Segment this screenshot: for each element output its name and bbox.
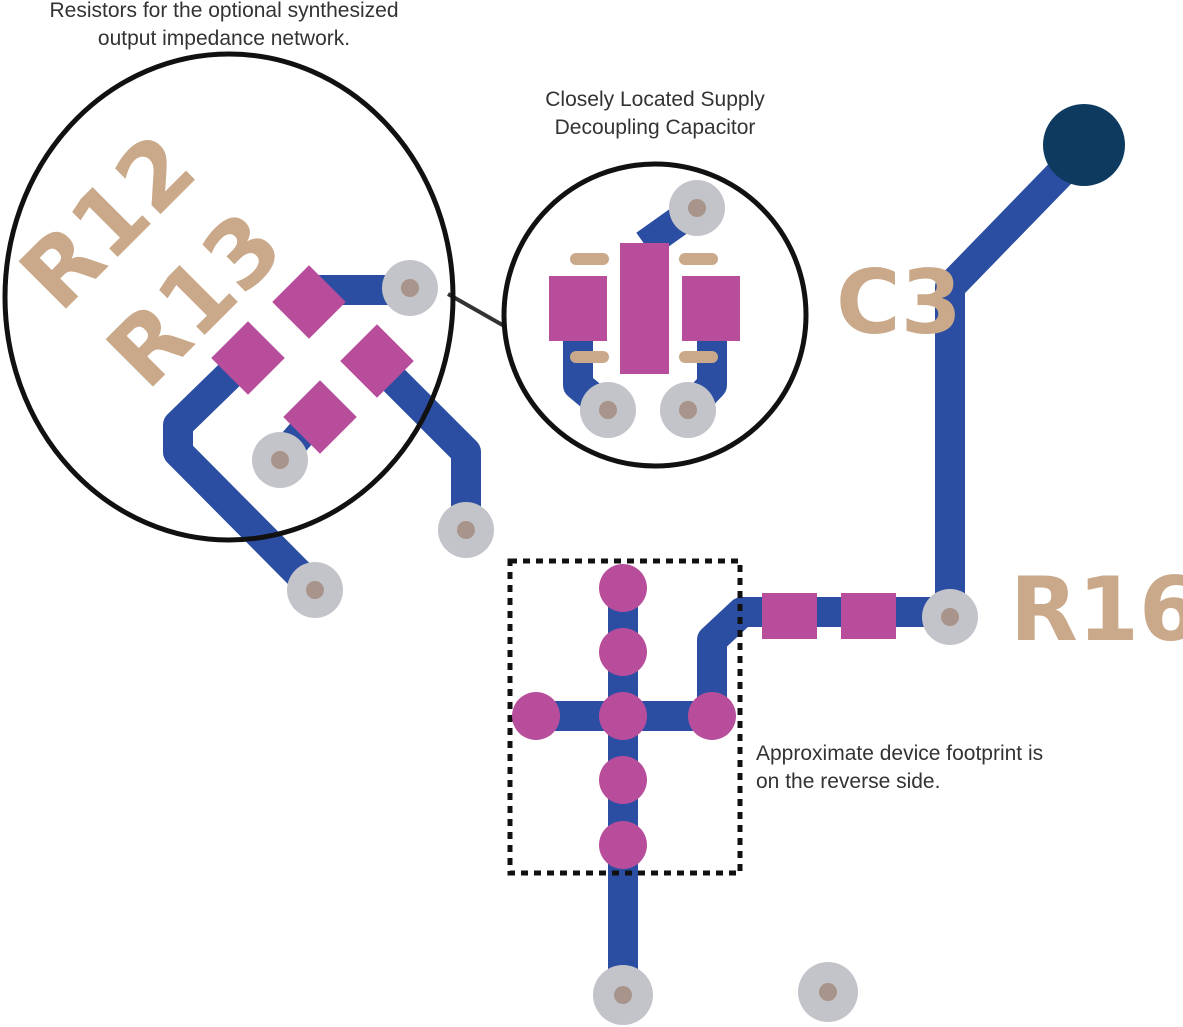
r12-pad-1 (272, 265, 346, 339)
capacitor-note-line2: Decoupling Capacitor (555, 116, 756, 139)
footprint-ball (599, 821, 647, 869)
via (580, 382, 636, 438)
c3-pad-left (549, 276, 607, 341)
via (660, 382, 716, 438)
via (382, 260, 438, 316)
r13-pad-2 (283, 380, 357, 454)
test-point-pad (1043, 104, 1125, 186)
trace-r13-to-right-via (366, 352, 481, 530)
via (438, 502, 494, 558)
via (669, 180, 725, 236)
callouts (2, 51, 809, 543)
footprint-ball (599, 692, 647, 740)
trace-footprint-to-r16 (697, 597, 950, 716)
c3-pad-right (682, 276, 740, 341)
device-footprint-outline (507, 558, 743, 876)
trace-r16-to-c3 (935, 137, 1096, 617)
footprint-ball (599, 628, 647, 676)
r13-pad-1 (340, 324, 414, 398)
via (798, 962, 858, 1022)
footprint-ball (688, 692, 736, 740)
resistor-callout-circle (2, 51, 456, 543)
via (593, 965, 653, 1025)
via (252, 432, 308, 488)
vias (252, 180, 978, 1025)
via (287, 562, 343, 618)
designator-r16: R16 (1010, 558, 1183, 661)
pads (211, 243, 896, 639)
r16-pad-1 (762, 593, 817, 639)
capacitor-silkscreen (570, 253, 718, 363)
callout-connector-line (447, 292, 507, 329)
capacitor-callout-circle (501, 161, 809, 469)
r16-pad-2 (841, 593, 896, 639)
resistor-note-line2: output impedance network. (98, 27, 350, 50)
via (922, 589, 978, 645)
footprint-note-line2: on the reverse side. (756, 770, 940, 793)
footprint-ball (599, 756, 647, 804)
r12-pad-2 (211, 321, 285, 395)
resistor-note-line1: Resistors for the optional synthesized (49, 0, 398, 22)
capacitor-note-line1: Closely Located Supply (545, 88, 765, 111)
c3-pad-center (620, 243, 669, 374)
trace-r13-to-left-via (163, 344, 326, 601)
footprint-balls (512, 564, 736, 869)
footprint-ball (512, 692, 560, 740)
footprint-note-line1: Approximate device footprint is (756, 742, 1043, 765)
footprint-ball (599, 564, 647, 612)
designator-c3: C3 (836, 251, 962, 354)
